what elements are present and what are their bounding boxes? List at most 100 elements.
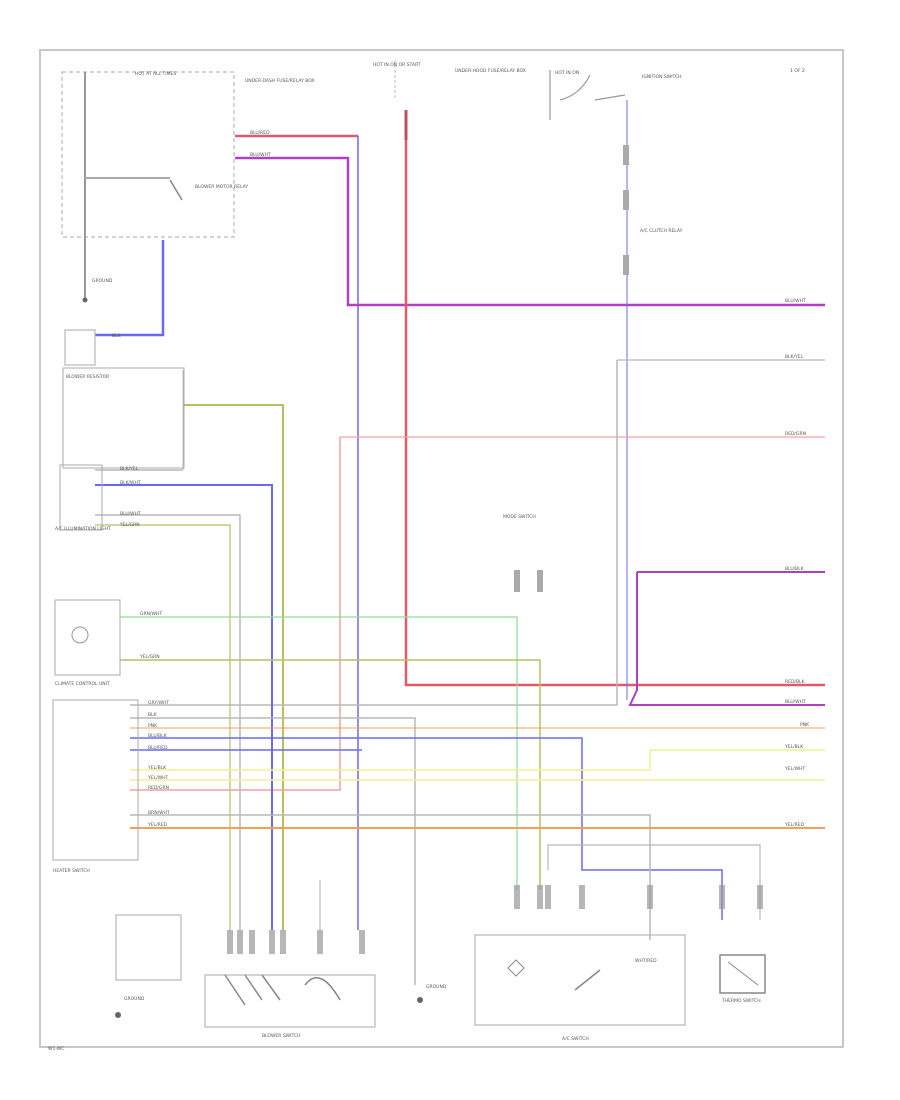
wire-gray [547,844,761,920]
ground-box [115,914,182,981]
fuse-box-outline [61,71,235,238]
wires [95,100,825,985]
wire-label: WHT/RED [635,958,657,964]
label-ac-clutch: A/C CLUTCH RELAY [640,228,683,234]
connector-icon [269,930,275,954]
wire-pink [130,437,341,791]
control-unit-outline [52,699,139,861]
label-ground-3: GROUND [426,984,447,990]
footer-code: W1-WC [48,1046,64,1052]
wire-label: YEL/RED [147,822,168,828]
ignition-outline [474,934,686,1026]
wire-label: RED/GRN [148,785,169,791]
page-label: 1 OF 2 [790,68,805,74]
wire-label: BLU/RED [148,745,168,751]
connector-icon [359,930,365,954]
connector-block [59,464,103,531]
diagram-frame [39,49,844,1048]
wire-label: BLK [112,333,122,339]
connector-icon [317,930,323,954]
wire-gray [130,717,416,985]
ground-icon [115,1012,121,1018]
wire-green [120,616,518,890]
wire-label: RED/BLK [785,679,806,685]
ground-icon [417,997,423,1003]
wire-olive [95,524,231,930]
thermo-switch-icon [719,954,766,994]
wire-label: GRN/WHT [140,611,162,617]
connector-icon [647,885,653,909]
blower-switch-icon [224,974,341,1006]
wire-label: BLK/YEL [120,466,139,472]
wire-label: YEL/RED [784,822,805,828]
wire-olive [183,404,284,930]
wire-label: BLU/WHT [785,699,806,705]
labels: 1 OF 2 HOT AT ALL TIMES UNDER-DASH FUSE/… [48,62,810,1052]
label-ignition-top: HOT IN ON [555,70,579,76]
connector-icon [623,190,629,210]
resistor-box [62,367,185,469]
wire-label: BRN/WHT [148,810,170,816]
wire-red [404,115,825,687]
label-blower-relay: BLOWER MOTOR RELAY [195,184,248,190]
wire-blue [95,484,273,930]
wire-label: BLK [148,712,158,718]
wire-blue [95,240,165,337]
wire-label: RED/GRN [785,431,806,437]
connector-icon [237,930,243,954]
label-ac-indicator: A/C ILLUMINATION LIGHT [55,526,111,532]
label-heater-switch: HEATER SWITCH [53,868,90,874]
label-ground-1: GROUND [92,278,113,284]
label-resistor: BLOWER RESISTOR [66,374,109,380]
label-under-hood: UNDER-HOOD FUSE/RELAY BOX [455,68,526,74]
label-under-dash: UNDER-DASH FUSE/RELAY BOX [245,78,315,84]
wire-label: GRY/WHT [148,700,169,706]
wire-olive [120,659,541,890]
connector-icon [537,570,543,592]
label-ignition-switch: IGNITION SWITCH [642,74,682,80]
wire-label: BLU/RED [250,130,270,136]
wire-label: BLK/WHT [120,480,141,486]
wire-label: YEL/BLK [147,765,167,771]
blower-switch-outline [204,974,376,1028]
wire-purple [235,156,825,307]
relay-switch-icon [169,179,183,201]
label-ground-2: GROUND [124,996,145,1002]
blower-relay-outline [64,329,96,366]
ac-light-outline [54,599,121,676]
label-thermo-switch: THERMO SWITCH [721,998,761,1004]
label-mode: MODE SWITCH [503,514,536,520]
wire-label: BLU/BLK [785,566,805,572]
thermo-switch-needle [727,961,759,986]
label-ac-switch: A/C SWITCH [562,1036,589,1042]
ignition-switch-icon [549,70,626,120]
wire-gray [95,514,241,930]
components [52,60,766,1028]
wire-label: PNK [800,722,810,728]
wire-label: BLU/WHT [785,298,806,304]
wire-yellow [130,749,825,771]
wire-gray [130,360,618,706]
wire-label: BLK/YEL [785,354,804,360]
wire-label: BLU/WHT [120,511,141,517]
lamp-icon [507,959,525,977]
wire-label: YEL/GRN [139,654,160,660]
connector-icon [623,145,629,165]
wire-label: YEL/WHT [784,766,805,772]
wire-label: YEL/GRN [119,522,140,528]
connector-icon [757,885,763,909]
label-fuse-box-top: HOT AT ALL TIMES [135,71,176,77]
wire-label: BLU/WHT [250,152,271,158]
label-blower-switch: BLOWER SWITCH [262,1033,300,1039]
ground-icon [82,297,88,303]
connector-icon [514,570,520,592]
connector-icon [537,885,543,909]
wire-label: BLU/BLK [148,733,168,739]
lamp-icon [71,626,89,644]
connector-icon [579,885,585,909]
connector-icon [545,885,551,909]
connector-icon [623,255,629,275]
wire-label: YEL/BLK [784,744,804,750]
wire-label: PNK [148,723,158,729]
connector-icon [249,930,255,954]
